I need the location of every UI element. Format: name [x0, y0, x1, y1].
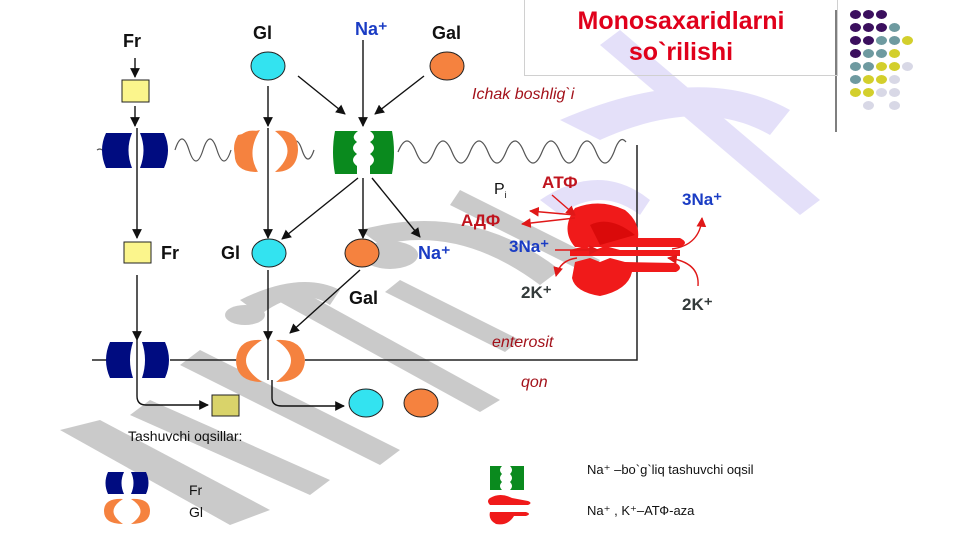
fructose-transporter-icon: [105, 472, 149, 494]
membrane-crossing-lines: [136, 128, 269, 172]
glut5-apical: [102, 133, 168, 168]
decor-dot: [889, 36, 900, 45]
galactose-molecule-cell: [344, 238, 380, 268]
label-atp: АТФ: [542, 173, 578, 192]
sglt1-transporter: [333, 131, 394, 174]
decor-dot: [863, 49, 874, 58]
label-fructose-cell: Fr: [161, 243, 179, 263]
glucose-transporter-icon: [104, 498, 150, 524]
decor-dot: [876, 49, 887, 58]
decor-dot: [889, 88, 900, 97]
decor-dot: [889, 101, 900, 110]
glut5-basolateral: [106, 342, 169, 378]
label-glucose-cell: Gl: [221, 243, 241, 263]
label-galactose-cell: Gal: [349, 288, 379, 308]
glucose-molecule-cell: [251, 238, 287, 268]
na-k-atpase-icon: [488, 495, 531, 525]
decor-dot: [863, 75, 874, 84]
pump-arrows: [521, 194, 707, 287]
decor-dot: [863, 62, 874, 71]
glucose-molecule-blood: [348, 388, 384, 418]
decor-dot: [850, 23, 861, 32]
legend-label-sodium-cotransporter: Na⁺ –bo`g`liq tashuvchi oqsil: [587, 462, 754, 477]
region-lumen: Ichak boshlig`i: [472, 86, 575, 103]
title-box: [524, 0, 838, 76]
decor-dot: [889, 62, 900, 71]
decor-dot: [889, 75, 900, 84]
fructose-molecule-cell: [123, 241, 152, 264]
label-phosphate: Pi: [494, 181, 507, 201]
decor-dot: [863, 101, 874, 110]
decor-dot: [889, 49, 900, 58]
label-potassium-extracellular: 2K⁺: [682, 295, 713, 314]
glut2-basolateral: [236, 339, 305, 382]
decor-dot: [863, 36, 874, 45]
decor-dot: [850, 88, 861, 97]
decor-dot: [850, 62, 861, 71]
title-divider: [835, 10, 837, 132]
fructose-molecule-lumen: [121, 79, 150, 103]
decor-dot: [850, 49, 861, 58]
cytosol-arrows: [132, 170, 421, 341]
cell-boundary: [305, 145, 638, 361]
decor-dot: [876, 62, 887, 71]
na-k-atpase: [567, 203, 685, 296]
region-enterocyte: enterosit: [492, 334, 554, 351]
label-sodium-cell: Na⁺: [418, 243, 451, 263]
decor-dot: [876, 36, 887, 45]
decor-dot: [863, 23, 874, 32]
decor-dot: [902, 62, 913, 71]
galactose-molecule-blood: [403, 388, 439, 418]
decor-dot: [902, 36, 913, 45]
decor-dot: [850, 75, 861, 84]
lumen-arrows: [130, 40, 425, 127]
decor-dot: [863, 88, 874, 97]
decor-dot: [876, 10, 887, 19]
label-sodium-extracellular: 3Na⁺: [682, 190, 723, 209]
blood-arrows: [136, 340, 345, 411]
legend-label-fructose: Fr: [189, 482, 203, 498]
label-sodium-intracellular: 3Na⁺: [509, 237, 550, 256]
label-fructose-top: Fr: [123, 31, 141, 51]
decor-dot: [876, 88, 887, 97]
label-galactose-top: Gal: [432, 23, 462, 43]
glut2-apical: [234, 130, 298, 172]
decor-dot: [850, 36, 861, 45]
decor-dot: [850, 10, 861, 19]
apical-membrane: [96, 138, 627, 164]
decor-dot: [889, 23, 900, 32]
glucose-molecule-lumen: [250, 51, 286, 81]
label-sodium-top: Na⁺: [355, 19, 388, 39]
label-potassium-intracellular: 2K⁺: [521, 283, 552, 302]
decor-dot: [876, 23, 887, 32]
legend-label-na-k-atpase: Na⁺ , K⁺–АТФ-aza: [587, 503, 695, 518]
decor-dot: [863, 10, 874, 19]
region-blood: qon: [521, 374, 548, 391]
legend-heading: Tashuvchi oqsillar:: [128, 428, 243, 444]
legend-label-glucose: Gl: [189, 504, 203, 520]
page-title: Monosaxaridlarni so`rilishi: [577, 7, 785, 66]
galactose-molecule-lumen: [429, 51, 465, 81]
decor-dot: [876, 75, 887, 84]
label-glucose-top: Gl: [253, 23, 273, 43]
label-adp: АДФ: [461, 211, 501, 230]
fructose-molecule-blood: [211, 394, 240, 417]
sodium-cotransporter-icon: [490, 466, 524, 490]
